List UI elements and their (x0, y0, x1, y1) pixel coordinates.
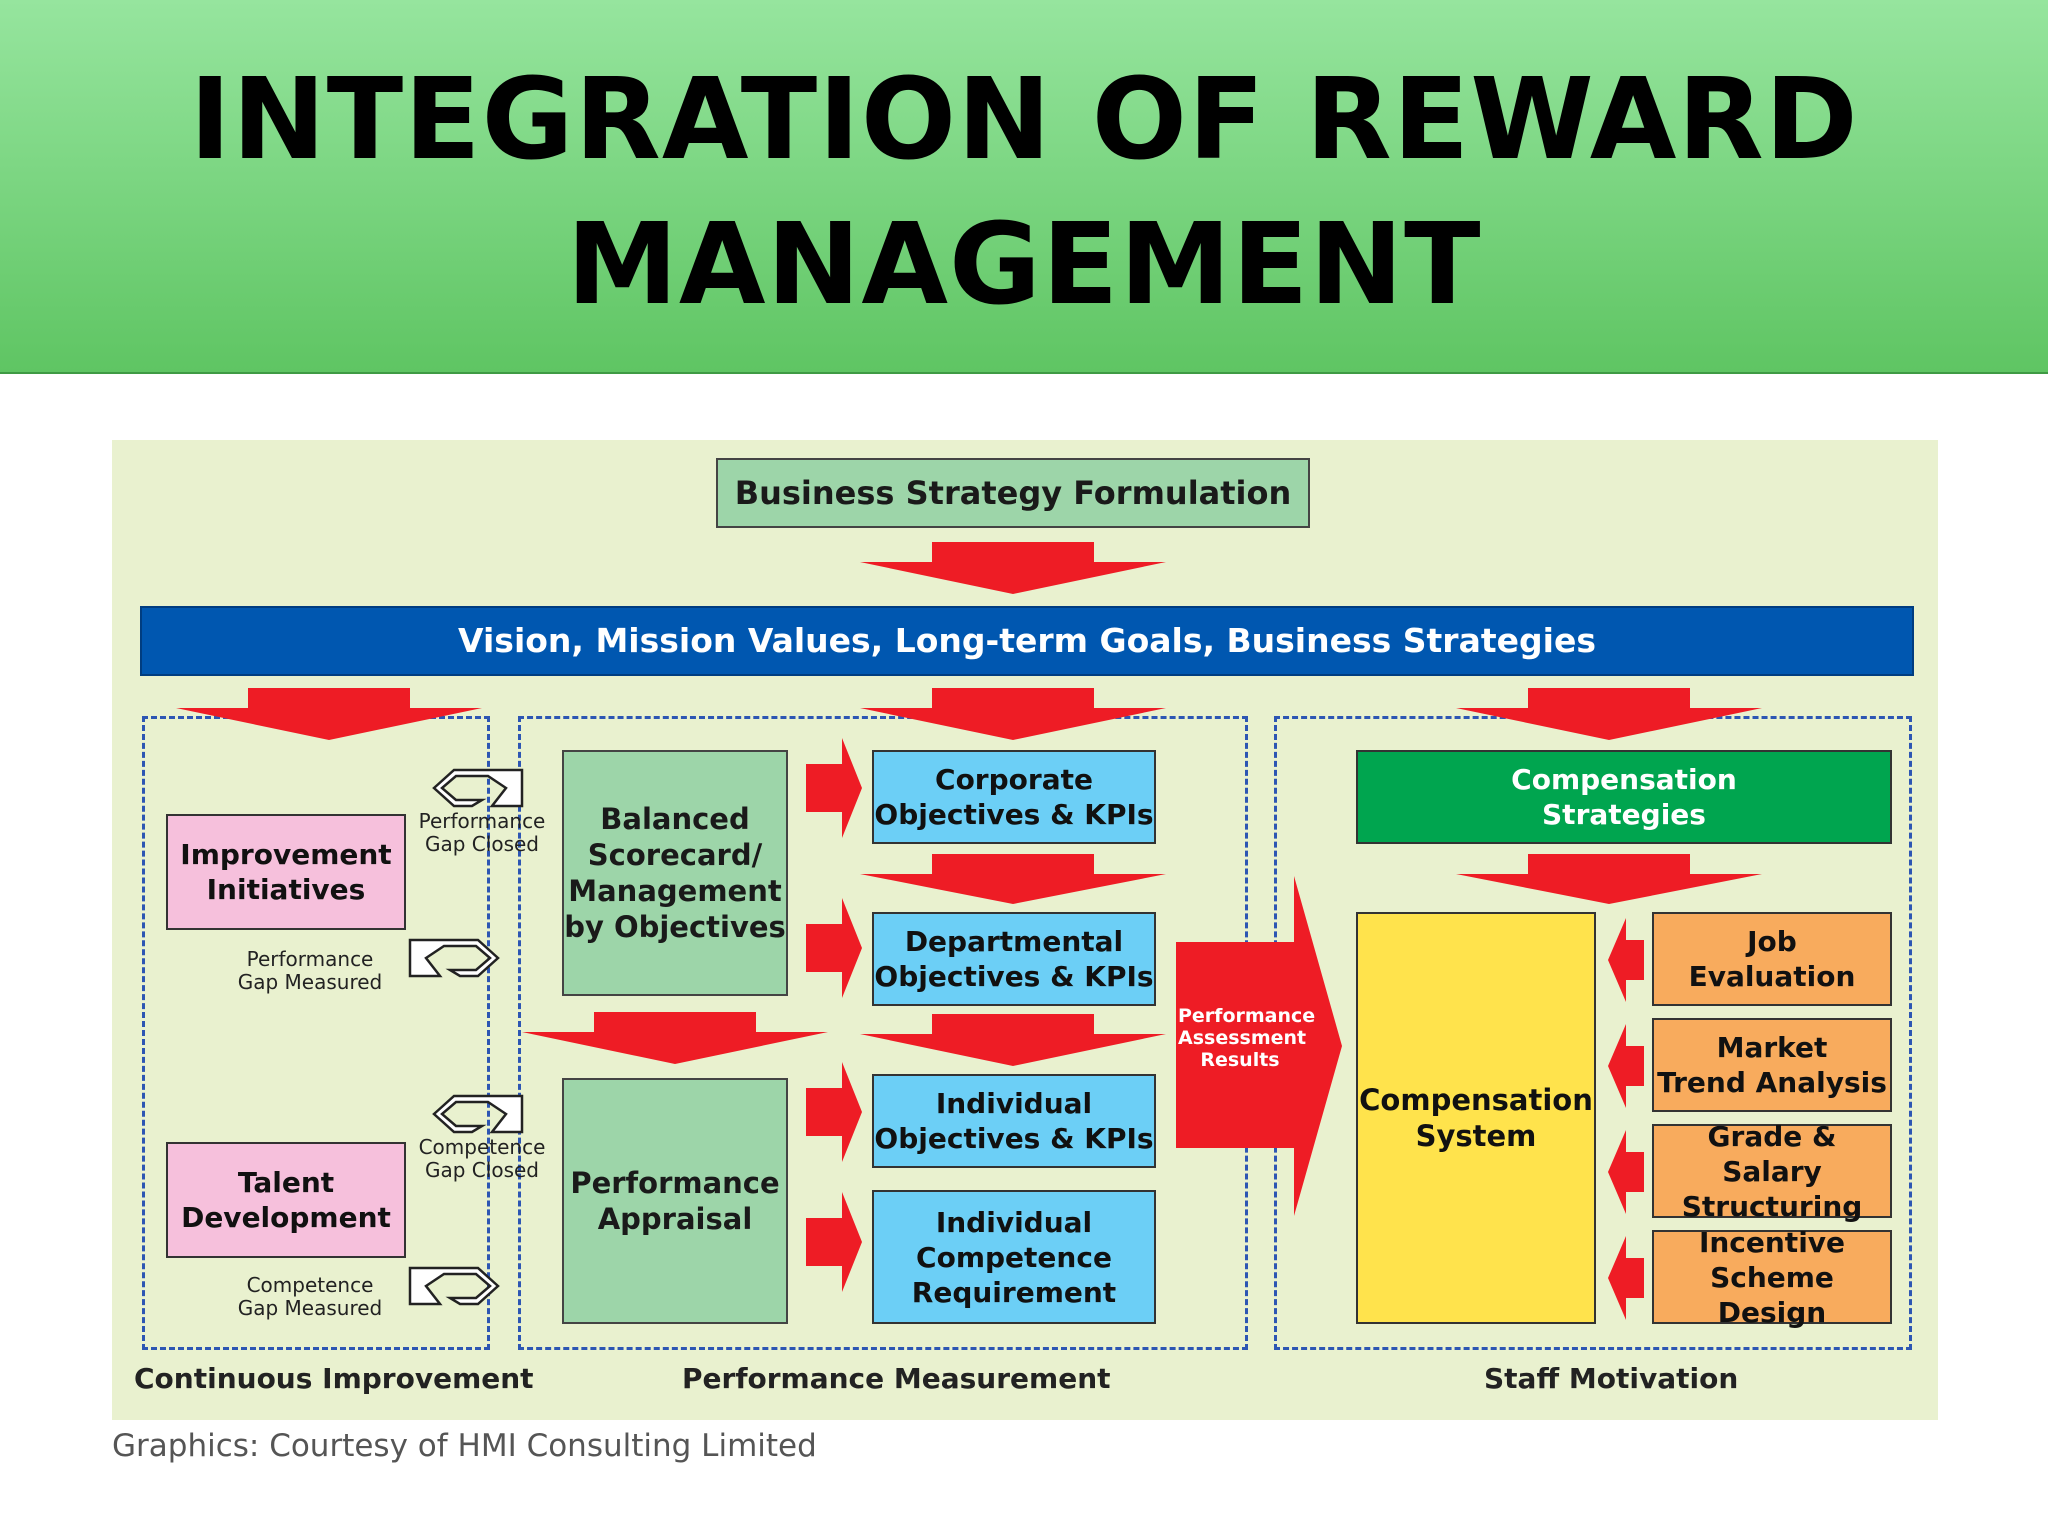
grade-salary-structuring-box: Grade & Salary Structuring (1652, 1120, 1892, 1223)
individual-objectives-box: Individual Objectives & KPIs (872, 1074, 1156, 1168)
market-trend-analysis-box: Market Trend Analysis (1652, 1018, 1892, 1112)
red-down-arrow-icon (1456, 854, 1762, 904)
red-down-arrow-icon (860, 688, 1166, 740)
gap-closed-arrow-icon (432, 1094, 524, 1134)
red-down-arrow-icon (176, 688, 482, 740)
red-right-arrow-icon (806, 1062, 862, 1162)
incentive-scheme-design-box: Incentive Scheme Design (1652, 1226, 1892, 1329)
section-label-performance-measurement: Performance Measurement (682, 1362, 1111, 1395)
performance-gap-measured-label: Performance Gap Measured (237, 947, 383, 994)
competence-gap-closed-label: Competence Gap Closed (418, 1135, 546, 1182)
graphics-credit: Graphics: Courtesy of HMI Consulting Lim… (112, 1428, 817, 1464)
red-left-arrow-icon (1608, 1130, 1644, 1214)
performance-gap-closed-label: Performance Gap Closed (418, 809, 546, 856)
red-down-arrow-icon (522, 1012, 828, 1064)
strategy-formulation-box: Business Strategy Formulation (716, 458, 1310, 528)
red-left-arrow-icon (1608, 1024, 1644, 1108)
talent-development-box: Talent Development (166, 1142, 406, 1258)
red-left-arrow-icon (1608, 918, 1644, 1002)
red-down-arrow-icon (860, 854, 1166, 904)
performance-appraisal-box: Performance Appraisal (562, 1078, 788, 1324)
title-line-1: INTEGRATION OF REWARD (189, 55, 1859, 185)
performance-assessment-label: Performance Assessment Results (1178, 1005, 1316, 1071)
red-right-arrow-icon (806, 898, 862, 998)
balanced-scorecard-box: Balanced Scorecard/ Management by Object… (562, 750, 788, 996)
red-down-arrow-icon (1456, 688, 1762, 740)
corporate-objectives-box: Corporate Objectives & KPIs (872, 750, 1156, 844)
job-evaluation-box: Job Evaluation (1652, 912, 1892, 1006)
gap-measured-arrow-icon (408, 938, 500, 978)
gap-closed-arrow-icon (432, 768, 524, 808)
red-down-arrow-icon (860, 1014, 1166, 1066)
section-label-continuous-improvement: Continuous Improvement (134, 1362, 534, 1395)
title-line-2: MANAGEMENT (566, 200, 1482, 330)
red-left-arrow-icon (1608, 1236, 1644, 1320)
compensation-strategies-box: Compensation Strategies (1356, 750, 1892, 844)
vision-mission-bar: Vision, Mission Values, Long-term Goals,… (140, 606, 1914, 676)
red-right-arrow-icon (806, 738, 862, 838)
departmental-objectives-box: Departmental Objectives & KPIs (872, 912, 1156, 1006)
diagram-panel: Business Strategy Formulation Vision, Mi… (112, 440, 1938, 1420)
gap-measured-arrow-icon (408, 1266, 500, 1306)
title-banner: INTEGRATION OF REWARD MANAGEMENT (0, 0, 2048, 374)
individual-competence-box: Individual Competence Requirement (872, 1190, 1156, 1324)
red-right-arrow-icon (806, 1192, 862, 1292)
red-down-arrow-icon (860, 542, 1166, 594)
performance-assessment-arrow-icon (1176, 876, 1342, 1216)
compensation-system-box: Compensation System (1356, 912, 1596, 1324)
competence-gap-measured-label: Competence Gap Measured (237, 1273, 383, 1320)
section-label-staff-motivation: Staff Motivation (1484, 1362, 1739, 1395)
improvement-initiatives-box: Improvement Initiatives (166, 814, 406, 930)
